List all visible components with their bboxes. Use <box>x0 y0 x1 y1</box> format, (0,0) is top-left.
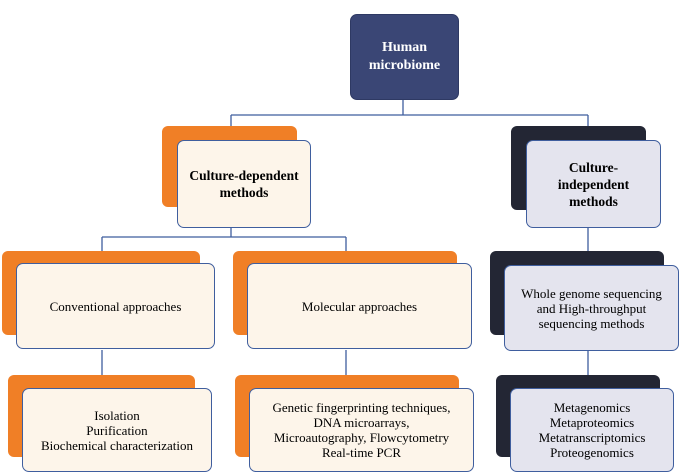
node-omics-label: Metagenomics Metaproteomics Metatranscri… <box>538 400 646 460</box>
node-conventional-label: Conventional approaches <box>49 298 182 314</box>
node-culture-dependent-label: Culture-dependent methods <box>189 168 299 200</box>
node-molecular-detail: Genetic fingerprinting techniques, DNA m… <box>249 388 474 472</box>
node-omics: Metagenomics Metaproteomics Metatranscri… <box>510 388 674 472</box>
node-molecular-approaches: Molecular approaches <box>247 263 472 349</box>
node-sequencing-methods: Whole genome sequencing and High-through… <box>504 265 679 351</box>
node-conventional-detail: Isolation Purification Biochemical chara… <box>22 388 212 472</box>
connector-root-to-level2 <box>230 99 589 140</box>
node-molecular-label: Molecular approaches <box>301 298 418 314</box>
node-human-microbiome-label: Human microbiome <box>368 40 441 73</box>
node-culture-dependent-methods: Culture-dependent methods <box>177 140 311 228</box>
node-sequencing-label: Whole genome sequencing and High-through… <box>521 285 662 331</box>
node-culture-independent-methods: Culture- independent methods <box>526 140 661 228</box>
node-conventional-detail-label: Isolation Purification Biochemical chara… <box>41 407 193 453</box>
connector-culture-dependent-to-level3 <box>101 228 347 263</box>
node-molecular-detail-label: Genetic fingerprinting techniques, DNA m… <box>272 400 451 460</box>
node-human-microbiome: Human microbiome <box>350 14 459 100</box>
node-conventional-approaches: Conventional approaches <box>16 263 215 349</box>
node-culture-independent-label: Culture- independent methods <box>557 159 630 209</box>
